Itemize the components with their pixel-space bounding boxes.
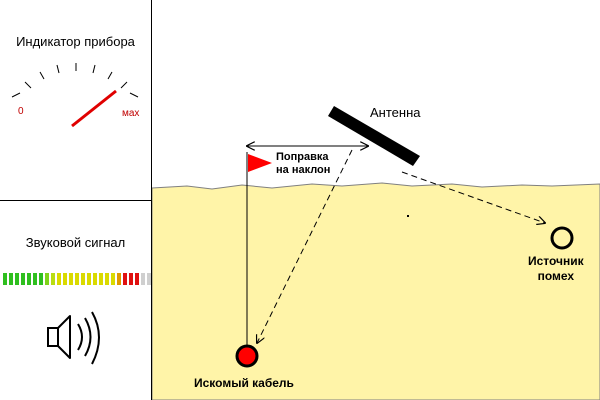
- signal-segment: [129, 273, 133, 285]
- antenna: [328, 106, 420, 166]
- signal-segment: [15, 273, 19, 285]
- noise-source: [550, 226, 574, 250]
- scene-diagram: [152, 106, 600, 400]
- ground-area: [152, 182, 600, 400]
- signal-segment: [27, 273, 31, 285]
- signal-path-cable: [257, 149, 353, 343]
- signal-segment: [105, 273, 109, 285]
- signal-segment: [87, 273, 91, 285]
- signal-segment: [3, 273, 7, 285]
- speaker-icon: [47, 311, 100, 365]
- signal-segment: [51, 273, 55, 285]
- signal-segment: [123, 273, 127, 285]
- gauge-tick: [56, 64, 60, 74]
- sound-title: Звуковой сигнал: [25, 235, 126, 250]
- signal-segment: [21, 273, 25, 285]
- signal-segment: [141, 273, 145, 285]
- panel-divider: [0, 200, 151, 201]
- tilt-label-line-2: на наклон: [276, 164, 331, 176]
- gauge-tick: [92, 64, 96, 74]
- cable-label: Искомый кабель: [194, 376, 294, 390]
- meter-min-label: 0: [18, 106, 24, 117]
- noise-source-label: Источник помех: [528, 254, 584, 284]
- ground-speck: [407, 215, 409, 217]
- flag-icon: [248, 154, 272, 172]
- signal-path-noise: [401, 171, 545, 223]
- signal-segment: [39, 273, 43, 285]
- gauge-tick: [107, 71, 113, 80]
- signal-segment: [57, 273, 61, 285]
- meter-gauge: 0 мах: [11, 63, 139, 128]
- signal-segment: [75, 273, 79, 285]
- signal-segment: [117, 273, 121, 285]
- meter-max-label: мах: [122, 108, 139, 119]
- signal-segment: [45, 273, 49, 285]
- signal-segment: [63, 273, 67, 285]
- tilt-label-line-1: Поправка: [276, 151, 329, 163]
- signal-segment: [69, 273, 73, 285]
- gauge-tick: [11, 92, 21, 98]
- tilt-correction-label: Поправка на наклон: [276, 151, 330, 177]
- signal-segment: [111, 273, 115, 285]
- gauge-tick: [120, 81, 128, 89]
- signal-segment: [93, 273, 97, 285]
- signal-segment: [33, 273, 37, 285]
- signal-segment: [81, 273, 85, 285]
- target-cable: [235, 344, 259, 368]
- gauge-tick: [129, 92, 139, 98]
- signal-segment: [99, 273, 103, 285]
- gauge-tick: [24, 81, 32, 89]
- signal-level-bar: [3, 273, 153, 285]
- signal-segment: [135, 273, 139, 285]
- antenna-label: Антенна: [370, 105, 421, 120]
- gauge-tick: [39, 71, 45, 80]
- signal-segment: [9, 273, 13, 285]
- noise-label-line-1: Источник: [528, 254, 584, 268]
- meter-needle: [71, 89, 117, 128]
- signal-segment: [147, 273, 151, 285]
- meter-title: Индикатор прибора: [16, 34, 135, 49]
- noise-label-line-2: помех: [537, 269, 575, 283]
